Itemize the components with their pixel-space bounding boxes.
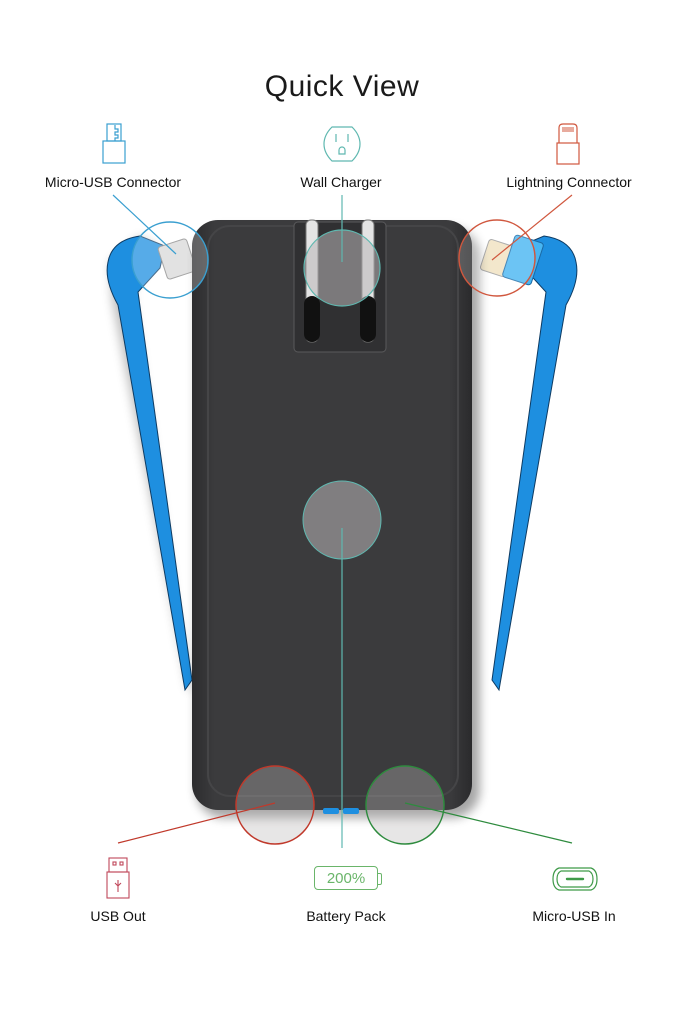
lightning-plug-icon xyxy=(553,122,583,171)
wall-outlet-icon xyxy=(322,124,362,169)
label-usb-out: USB Out xyxy=(90,908,146,924)
page-title: Quick View xyxy=(264,70,420,103)
right-cable xyxy=(479,234,578,692)
label-micro-usb-connector: Micro-USB Connector xyxy=(44,174,182,190)
left-cable xyxy=(106,235,197,692)
usb-port-icon xyxy=(106,856,130,905)
label-micro-usb-in: Micro-USB In xyxy=(532,908,616,924)
battery-icon: 200% xyxy=(314,866,382,890)
micro-usb-connector-highlight xyxy=(131,221,209,299)
label-lightning-connector: Lightning Connector xyxy=(506,174,632,190)
battery-percentage: 200% xyxy=(326,869,366,887)
usb-out-highlight xyxy=(235,765,315,845)
micro-usb-plug-icon xyxy=(102,122,126,171)
lightning-connector-highlight xyxy=(458,219,536,297)
micro-usb-in-highlight xyxy=(365,765,445,845)
label-wall-charger: Wall Charger xyxy=(300,174,382,190)
micro-usb-port-icon xyxy=(551,866,599,897)
label-battery-pack: Battery Pack xyxy=(306,908,386,924)
